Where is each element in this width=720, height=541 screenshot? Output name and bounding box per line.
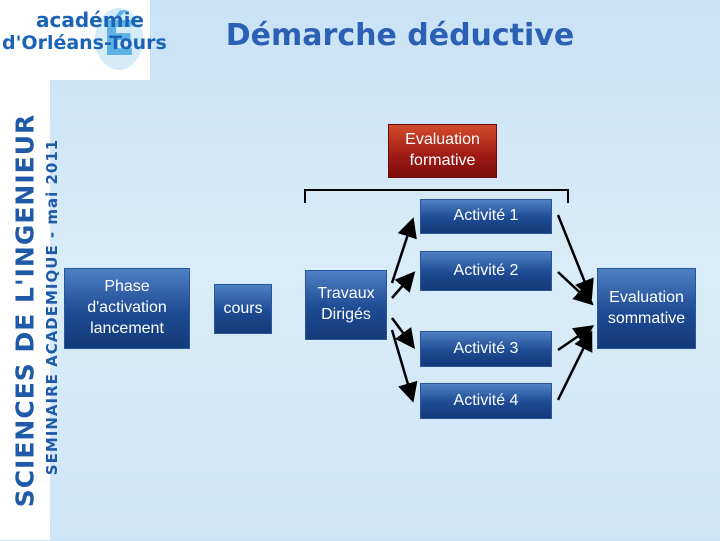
activite-2-box: Activité 2 <box>420 251 552 291</box>
arrow-td-activite1 <box>390 217 417 284</box>
travaux-diriges-box: Travaux Dirigés <box>305 270 387 340</box>
arrow-activite4-sommative <box>556 330 593 401</box>
academie-logo: É académie d'Orléans-Tours <box>0 0 167 80</box>
formative-bracket <box>304 189 569 203</box>
activite-4-box: Activité 4 <box>420 383 552 419</box>
left-banner <box>0 80 50 540</box>
activite-1-box: Activité 1 <box>420 199 552 234</box>
arrow-td-activite2 <box>391 271 416 299</box>
phase-activation-box: Phase d'activation lancement <box>64 268 190 349</box>
page-title: Démarche déductive <box>225 18 575 53</box>
logo-region-text: d'Orléans-Tours <box>2 32 167 54</box>
academie-e-mark: É <box>95 8 143 70</box>
arrow-td-activite4 <box>390 329 418 403</box>
logo-academie-text: académie <box>36 8 144 32</box>
evaluation-sommative-box: Evaluation sommative <box>597 268 696 349</box>
arrow-activite1-sommative <box>556 214 594 300</box>
cours-box: cours <box>214 284 272 334</box>
evaluation-formative-box: Evaluation formative <box>388 124 497 178</box>
arrow-activite2-sommative <box>557 271 594 306</box>
activite-3-box: Activité 3 <box>420 331 552 367</box>
arrow-td-activite3 <box>390 317 415 350</box>
